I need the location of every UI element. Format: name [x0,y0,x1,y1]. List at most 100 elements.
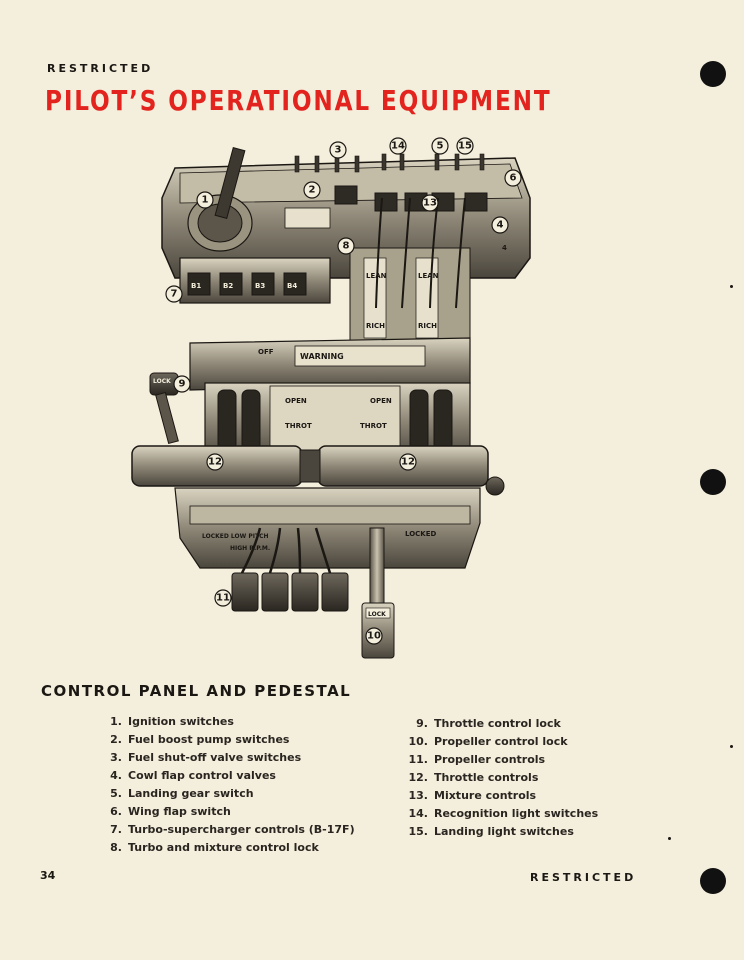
mixture-rich-left: RICH [366,322,385,330]
propeller-lock-label: LOCK [368,611,386,618]
throttle-lock-label: LOCK [153,378,171,385]
svg-text:11: 11 [216,593,230,604]
legend-item-number: 7. [110,823,122,836]
svg-text:8: 8 [343,241,350,252]
legend-item-text: Ignition switches [128,715,234,728]
legend-item: 5. Landing gear switch [100,785,355,803]
legend-item-number: 4. [110,769,122,782]
legend-item: 8.Turbo and mixture control lock [100,839,355,857]
svg-text:5: 5 [437,141,444,152]
legend-item-number: 14. [408,807,429,820]
callout-2: 2 [303,181,321,199]
binder-hole-bottom [700,868,726,894]
speck [730,285,733,288]
legend-item: 10.Propeller control lock [406,733,598,751]
throttle-open-right: OPEN [370,397,392,405]
mixture-rich-right: RICH [418,322,437,330]
callout-10: 10 [365,627,383,645]
legend-item-number: 10. [408,735,429,748]
legend-item: 13. Mixture controls [406,787,598,805]
page-number: 34 [40,869,56,882]
legend-item: 7. Turbo-supercharger controls (B-17F) [100,821,355,839]
callout-12-left: 12 [206,453,224,471]
callout-3: 3 [329,141,347,159]
svg-text:2: 2 [309,185,316,196]
legend-item: 4.Cowl flap control valves [100,767,355,785]
legend-item: 1. Ignition switches [100,713,355,731]
section-title: CONTROL PANEL AND PEDESTAL [41,682,352,700]
locked-low-pitch-label: LOCKED LOW PITCH [202,533,269,540]
legend-item-number: 11. [408,753,429,766]
off-label: OFF [258,348,274,356]
callout-6: 6 [504,169,522,187]
legend-item: 12. Throttle controls [406,769,598,787]
legend-item-number: 13. [408,789,429,802]
callout-4: 4 [491,216,509,234]
control-panel-illustration: 1 4 B1 B2 B3 B4 LEAN RICH LEAN RICH [131,137,531,659]
legend-item: 6.Wing flap switch [100,803,355,821]
legend-item: 11.Propeller controls [406,751,598,769]
page-title: PILOT’S OPERATIONAL EQUIPMENT [45,84,552,117]
svg-text:9: 9 [179,379,186,390]
turbo-b3-label: B3 [255,282,265,290]
engine-4-label: 4 [502,244,507,252]
svg-text:13: 13 [423,198,437,209]
svg-text:15: 15 [458,141,472,152]
turbo-b1-label: B1 [191,282,201,290]
warning-plate-label: WARNING [300,352,344,361]
legend-item-number: 8. [110,841,122,854]
svg-text:10: 10 [367,631,381,642]
legend-item-text: Turbo-supercharger controls (B-17F) [128,823,355,836]
locked-label: LOCKED [405,530,437,538]
svg-text:7: 7 [171,289,178,300]
callout-11: 11 [214,589,232,607]
mixture-lean-right: LEAN [418,272,439,280]
svg-text:14: 14 [391,141,405,152]
callout-8: 8 [337,237,355,255]
legend-item-text: Recognition light switches [434,807,599,820]
svg-text:3: 3 [335,145,342,156]
legend-item-text: Fuel shut-off valve switches [128,751,302,764]
callout-12-right: 12 [399,453,417,471]
svg-text:1: 1 [202,195,209,206]
speck [668,837,671,840]
legend-item-number: 1. [110,715,122,728]
binder-hole-top [700,61,726,87]
legend-item-text: Mixture controls [434,789,537,802]
legend-item: 14. Recognition light switches [406,805,599,823]
legend-item-number: 5. [110,787,122,800]
callout-1: 1 [196,191,214,209]
legend-item-text: Landing gear switch [128,787,254,800]
callout-13: 13 [421,194,439,212]
throttle-open-left: OPEN [285,397,307,405]
legend-item-number: 12. [408,771,429,784]
throttle-label-right: THROT [360,422,387,430]
turbo-b2-label: B2 [223,282,233,290]
legend-item: 15. Landing light switches [406,823,598,841]
legend-item: 3. Fuel shut-off valve switches [100,749,355,767]
throttle-label-left: THROT [285,422,312,430]
legend-item-number: 2. [110,733,122,746]
legend-item-number: 15. [408,825,429,838]
callout-14: 14 [389,137,407,155]
legend-item-text: Landing light switches [434,825,574,838]
callout-7: 7 [165,285,183,303]
legend-left-column: 1. Ignition switches 2.Fuel boost pump swi… [100,713,355,857]
binder-hole-middle [700,469,726,495]
callout-15: 15 [456,137,474,155]
svg-text:4: 4 [497,220,504,231]
legend-item-number: 3. [110,751,122,764]
legend-item-text: Throttle controls [434,771,539,784]
legend-item: 9.Throttle control lock [406,715,598,733]
turbo-b4-label: B4 [287,282,297,290]
svg-text:6: 6 [510,173,517,184]
legend-item-number: 9. [416,717,428,730]
high-rpm-label: HIGH R.P.M. [230,545,270,552]
legend-item: 2.Fuel boost pump switches [100,731,355,749]
speck [730,745,733,748]
legend-item-number: 6. [110,805,122,818]
callout-5: 5 [431,137,449,155]
svg-text:12: 12 [401,457,415,468]
